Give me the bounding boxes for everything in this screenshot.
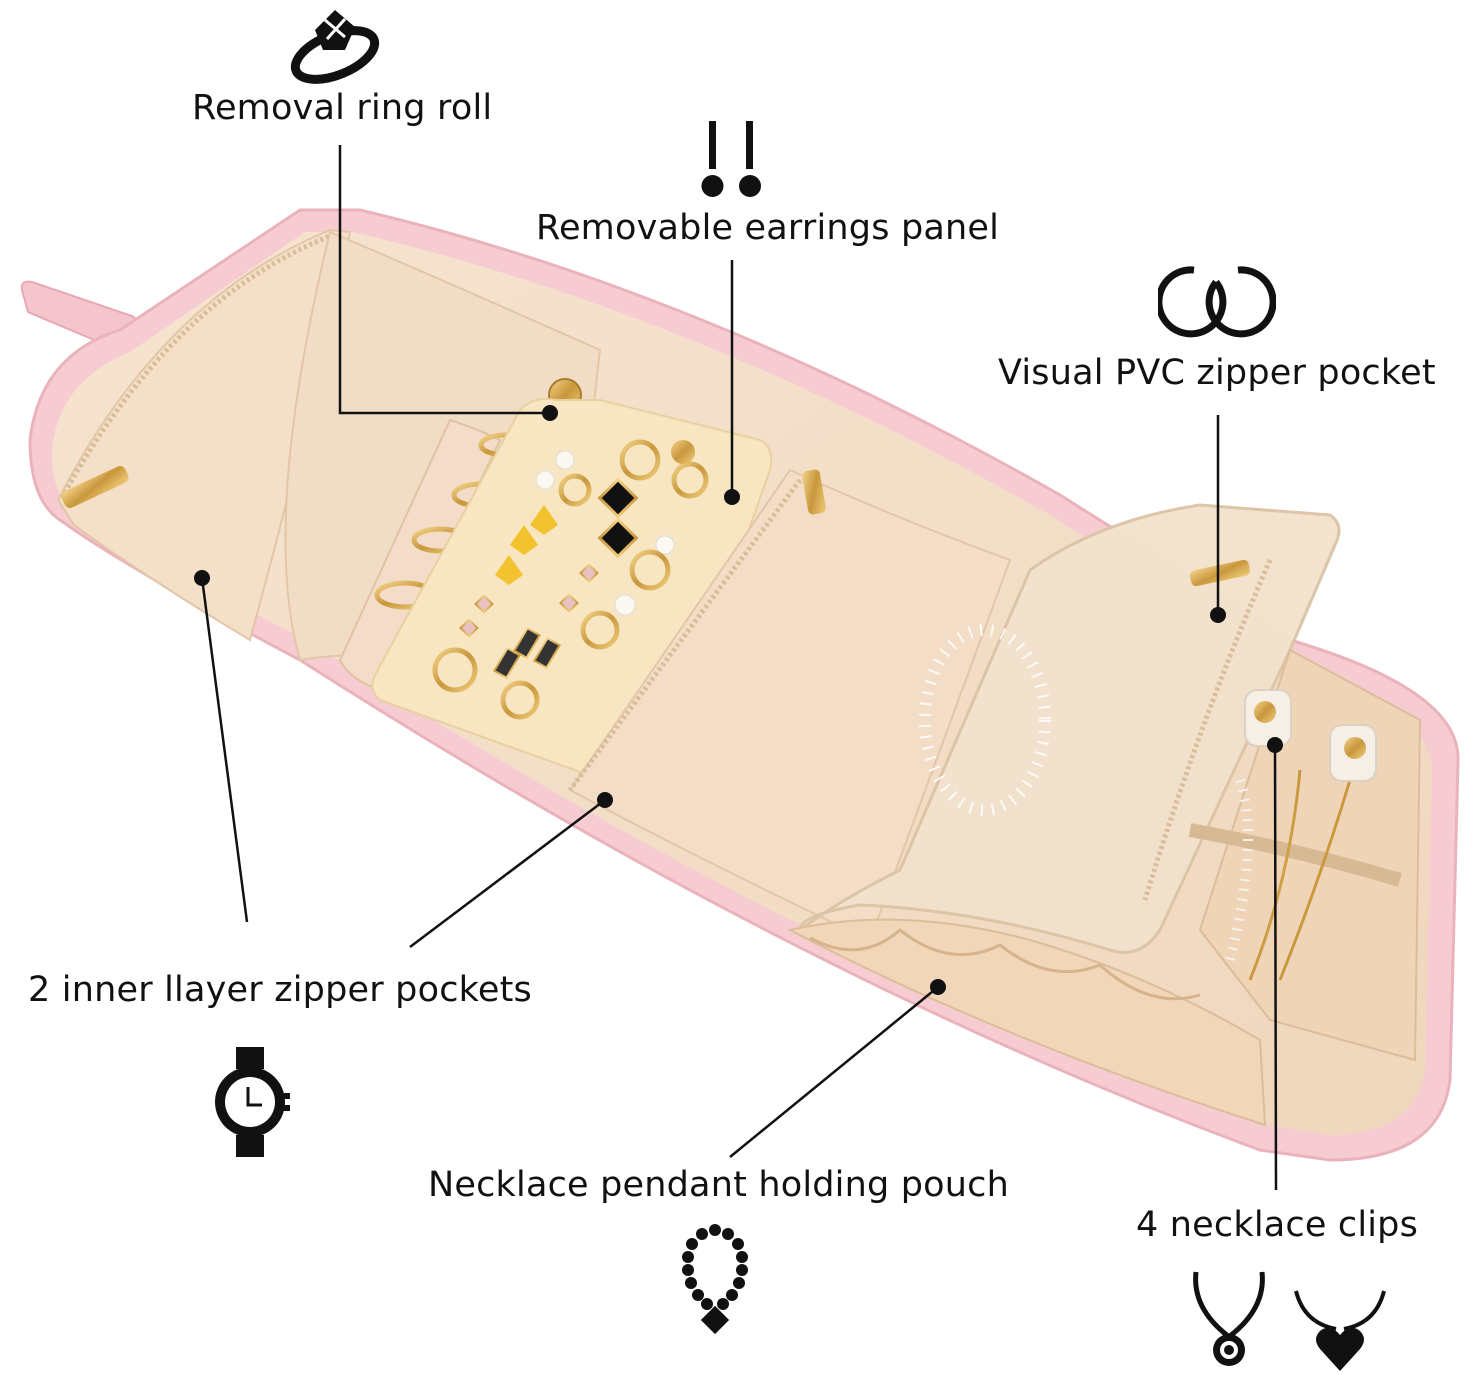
callout-dots xyxy=(194,405,1283,995)
pendant-pouch xyxy=(787,918,1267,1127)
earrings xyxy=(432,439,709,720)
label-earrings-panel: Removable earrings panel xyxy=(536,208,1000,248)
callout-line-inner-pocket-mid xyxy=(409,799,606,948)
callout-line-ring-roll xyxy=(338,145,550,415)
label-inner-pockets: 2 inner llayer zipper pockets xyxy=(28,970,532,1010)
heart-pendant-necklace-icon xyxy=(1294,1290,1386,1371)
watch-icon xyxy=(215,1047,290,1157)
label-ring-roll: Removal ring roll xyxy=(192,88,493,128)
callout-line-pendant-pouch xyxy=(729,986,939,1158)
callout-lines xyxy=(200,145,1278,1191)
necklace-clip-area xyxy=(1188,648,1422,1062)
round-pendant-necklace-icon xyxy=(1193,1271,1265,1366)
label-pvc-pocket: Visual PVC zipper pocket xyxy=(998,353,1436,393)
hoop-earrings-icon xyxy=(1158,266,1276,338)
earrings-icon xyxy=(701,121,761,197)
label-necklace-clips: 4 necklace clips xyxy=(1136,1205,1419,1245)
label-pendant-pouch: Necklace pendant holding pouch xyxy=(428,1165,1009,1205)
callout-line-inner-pocket-left xyxy=(200,577,249,923)
zipper-pull-left xyxy=(61,466,129,508)
ring-icon xyxy=(290,10,380,84)
callout-line-necklace-clips xyxy=(1273,744,1278,1191)
left-zipper-pocket xyxy=(56,228,352,642)
bead-bracelet-icon xyxy=(682,1224,748,1335)
